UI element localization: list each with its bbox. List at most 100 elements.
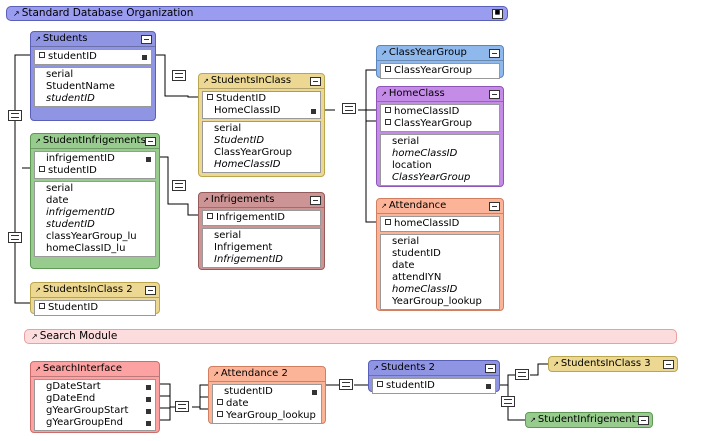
other-fields: serial StudentName studentID <box>34 67 152 107</box>
collapse-icon[interactable] <box>489 90 500 99</box>
key-field[interactable]: gDateStart <box>35 381 155 393</box>
collapse-icon[interactable]: ■ <box>492 9 503 19</box>
table-class-year-group[interactable]: ↗ClassYearGroup ClassYearGroup <box>376 45 504 79</box>
key-field[interactable]: studentID <box>373 380 495 392</box>
relationship-operator[interactable] <box>342 103 356 114</box>
table-home-class[interactable]: ↗HomeClass homeClassID ClassYearGroup se… <box>376 86 504 187</box>
key-field[interactable]: gDateEnd <box>35 393 155 405</box>
table-students-2[interactable]: ↗Students 2 studentID <box>368 360 500 394</box>
expand-icon[interactable] <box>663 360 674 369</box>
key-field[interactable]: gYearGroupEnd <box>35 417 155 429</box>
key-fields: ClassYearGroup <box>380 63 500 79</box>
key-field[interactable]: YearGroup_lookup <box>213 410 321 422</box>
group-search-module[interactable]: ↗Search Module <box>24 329 677 344</box>
other-fields: serial homeClassID location ClassYearGro… <box>380 134 500 186</box>
key-field[interactable]: homeClassID <box>381 218 499 230</box>
other-fields: serial studentID date attendIYN homeClas… <box>380 234 500 310</box>
key-field[interactable]: HomeClassID <box>203 105 320 117</box>
table-header[interactable]: ↗Attendance 2 <box>209 367 325 382</box>
table-attendance-2[interactable]: ↗Attendance 2 studentID date YearGroup_l… <box>208 366 326 424</box>
table-header[interactable]: ↗StudentsInClass 2 <box>31 283 159 298</box>
field: attendIYN <box>392 272 442 283</box>
field: homeClassID <box>392 148 458 159</box>
field: serial <box>392 136 420 147</box>
field: studentID <box>46 93 95 104</box>
collapse-icon[interactable] <box>489 49 500 58</box>
key-field[interactable]: studentID <box>35 51 151 63</box>
key-fields: studentID <box>372 378 496 394</box>
other-fields: serial StudentID ClassYearGroup HomeClas… <box>202 121 321 173</box>
key-field[interactable]: studentID <box>213 386 321 398</box>
key-fields: homeClassID ClassYearGroup <box>380 104 500 132</box>
group-standard-database[interactable]: ↗Standard Database Organization ■ <box>6 6 508 21</box>
field: studentID <box>392 248 441 259</box>
field: HomeClassID <box>214 159 281 170</box>
field: InfrigementID <box>214 254 283 265</box>
collapse-icon[interactable] <box>145 286 156 295</box>
collapse-icon[interactable] <box>485 364 496 373</box>
table-header[interactable]: ↗SearchInterface <box>31 362 159 377</box>
field: homeClassID <box>392 284 458 295</box>
key-field[interactable]: ClassYearGroup <box>381 65 499 77</box>
field: date <box>46 195 69 206</box>
expand-icon[interactable] <box>638 416 649 425</box>
key-field[interactable]: homeClassID <box>381 106 499 118</box>
field: serial <box>214 230 242 241</box>
relationship-operator[interactable] <box>175 401 189 412</box>
table-students-in-class-3[interactable]: ↗StudentsInClass 3 <box>548 356 678 372</box>
table-header[interactable]: ↗StudentInfrigement... <box>526 413 652 427</box>
collapse-icon[interactable] <box>310 196 321 205</box>
key-fields: StudentID HomeClassID <box>202 91 321 119</box>
relationship-operator[interactable] <box>501 396 515 407</box>
field: Infrigement <box>214 242 273 253</box>
other-fields: serial Infrigement InfrigementID <box>202 228 321 268</box>
table-student-infrigements[interactable]: ↗StudentInfrigements infrigementID stude… <box>30 133 160 269</box>
key-field[interactable]: gYearGroupStart <box>35 405 155 417</box>
table-header[interactable]: ↗Infrigements <box>199 193 324 208</box>
group-title: Search Module <box>39 330 118 342</box>
key-fields: InfrigementID <box>202 210 321 226</box>
collapse-icon[interactable] <box>489 202 500 211</box>
field: ClassYearGroup <box>214 147 292 158</box>
key-field[interactable]: StudentID <box>35 302 155 314</box>
table-attendance[interactable]: ↗Attendance homeClassID serial studentID… <box>376 198 504 311</box>
table-infrigements[interactable]: ↗Infrigements InfrigementID serial Infri… <box>198 192 325 270</box>
table-header[interactable]: ↗StudentInfrigements <box>31 134 159 149</box>
table-students-in-class-2[interactable]: ↗StudentsInClass 2 StudentID <box>30 282 160 316</box>
relationship-operator[interactable] <box>8 110 22 121</box>
field: StudentName <box>46 81 115 92</box>
key-field[interactable]: InfrigementID <box>203 212 320 224</box>
key-field[interactable]: studentID <box>35 165 155 177</box>
collapse-icon[interactable] <box>310 77 321 86</box>
table-header[interactable]: ↗Students 2 <box>369 361 499 376</box>
table-header[interactable]: ↗HomeClass <box>377 87 503 102</box>
field: location <box>392 160 432 171</box>
field: serial <box>46 183 74 194</box>
table-student-infrigement-collapsed[interactable]: ↗StudentInfrigement... <box>525 412 653 428</box>
collapse-icon[interactable] <box>145 137 156 146</box>
key-fields: studentID <box>34 49 152 65</box>
collapse-icon[interactable] <box>141 35 152 44</box>
table-header[interactable]: ↗StudentsInClass 3 <box>549 357 677 371</box>
table-students-in-class[interactable]: ↗StudentsInClass StudentID HomeClassID s… <box>198 73 325 177</box>
key-field[interactable]: StudentID <box>203 93 320 105</box>
relationship-operator[interactable] <box>339 379 353 390</box>
key-field[interactable]: date <box>213 398 321 410</box>
key-field[interactable]: infrigementID <box>35 153 155 165</box>
relationship-operator[interactable] <box>515 369 529 380</box>
key-field[interactable]: ClassYearGroup <box>381 118 499 130</box>
field: serial <box>46 69 74 80</box>
field: serial <box>392 236 420 247</box>
table-students[interactable]: ↗Students studentID serial StudentName s… <box>30 31 156 121</box>
table-header[interactable]: ↗Attendance <box>377 199 503 214</box>
relationship-operator[interactable] <box>172 180 186 191</box>
table-header[interactable]: ↗ClassYearGroup <box>377 46 503 61</box>
table-header[interactable]: ↗StudentsInClass <box>199 74 324 89</box>
relationship-operator[interactable] <box>8 232 22 243</box>
table-search-interface[interactable]: ↗SearchInterface gDateStart gDateEnd gYe… <box>30 361 160 433</box>
other-fields: serial date infrigementID studentID clas… <box>34 181 156 257</box>
relationship-operator[interactable] <box>172 70 186 81</box>
table-header[interactable]: ↗Students <box>31 32 155 47</box>
